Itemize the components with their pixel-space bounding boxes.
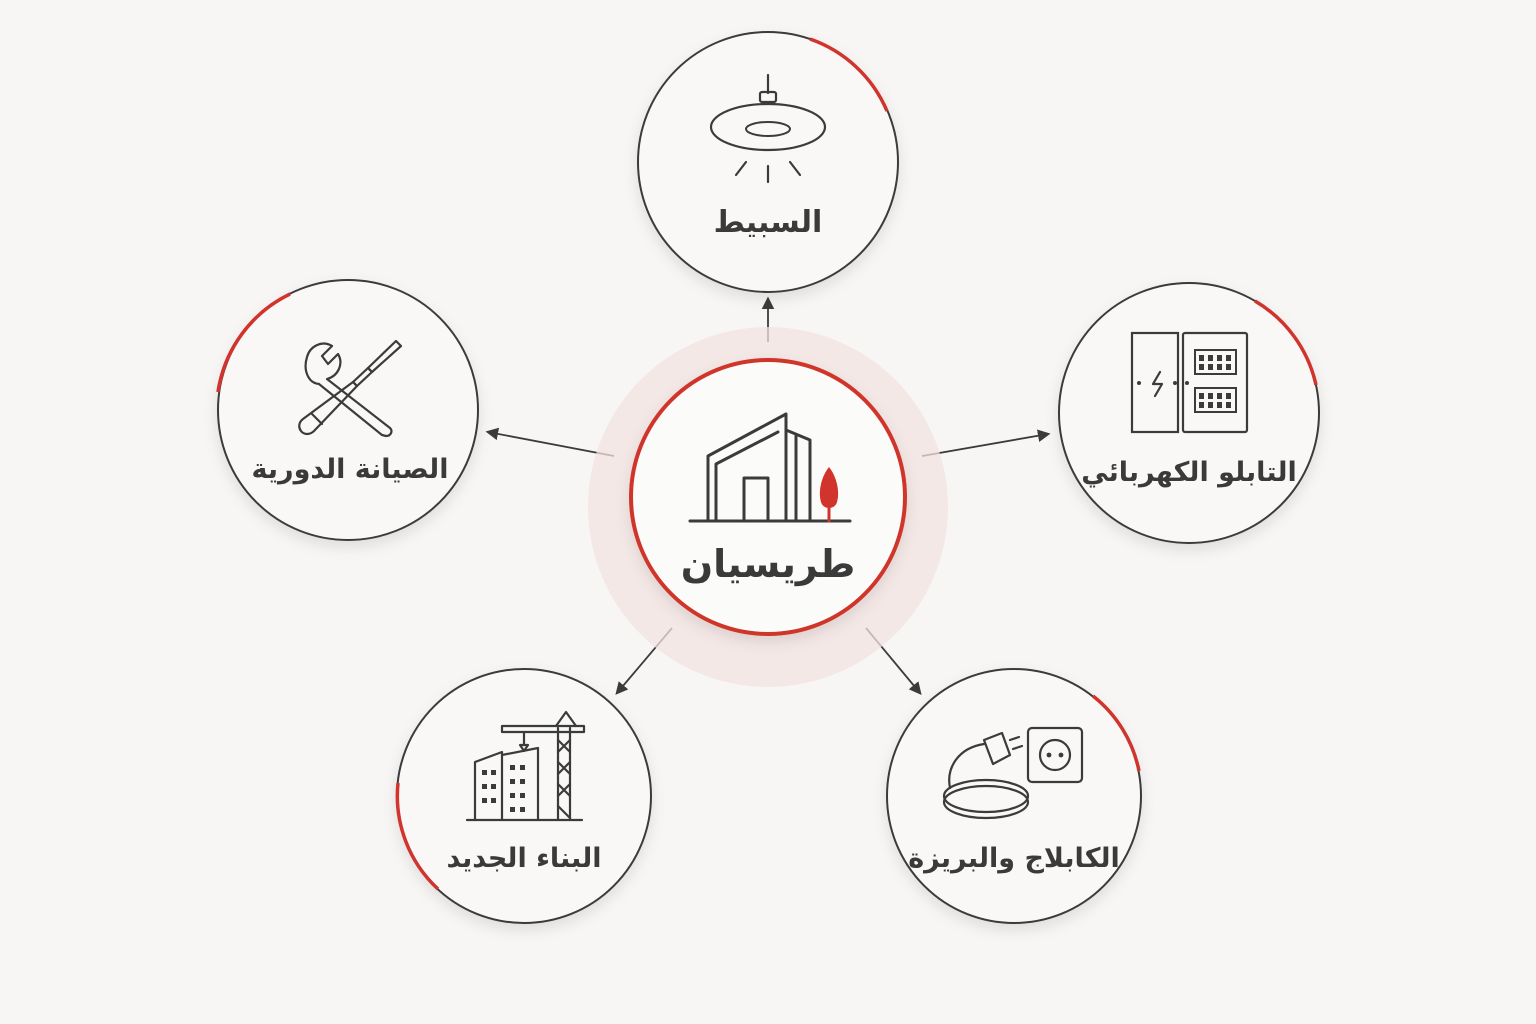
node-left-label: الصيانة الدورية [252,454,449,485]
node-right[interactable]: التابلو الكهربائي [1058,282,1320,544]
arrow-to-right [921,429,1051,457]
construction-crane-building-icon [465,710,586,822]
accent-arc-bottom-right [1091,694,1141,772]
arrow-to-left [485,427,615,457]
node-right-label: التابلو الكهربائي [1081,457,1297,488]
node-bottom-right[interactable]: الكابلاج والبريزة [886,668,1142,924]
accent-arc-top [809,37,889,112]
node-top-label: السبيط [714,205,823,240]
accent-arc-right [1254,299,1318,386]
accent-arc-bottom-left [395,782,440,891]
accent-arc-left [216,292,291,393]
cable-and-socket-icon [942,726,1084,820]
electrical-panel-icon [1130,331,1249,434]
ceiling-light-icon [709,73,827,184]
node-bottom-right-label: الكابلاج والبريزة [908,843,1120,874]
node-bottom-left-label: البناء الجديد [447,843,602,874]
node-left[interactable]: الصيانة الدورية [216,279,479,541]
center-label: طريسيان [681,542,856,586]
node-top[interactable]: السبيط [637,31,899,293]
node-bottom-left[interactable]: البناء الجديد [395,668,652,924]
wrench-screwdriver-icon [298,339,403,438]
center-hub[interactable]: طريسيان [588,327,948,687]
building-with-tree-icon [688,412,852,523]
